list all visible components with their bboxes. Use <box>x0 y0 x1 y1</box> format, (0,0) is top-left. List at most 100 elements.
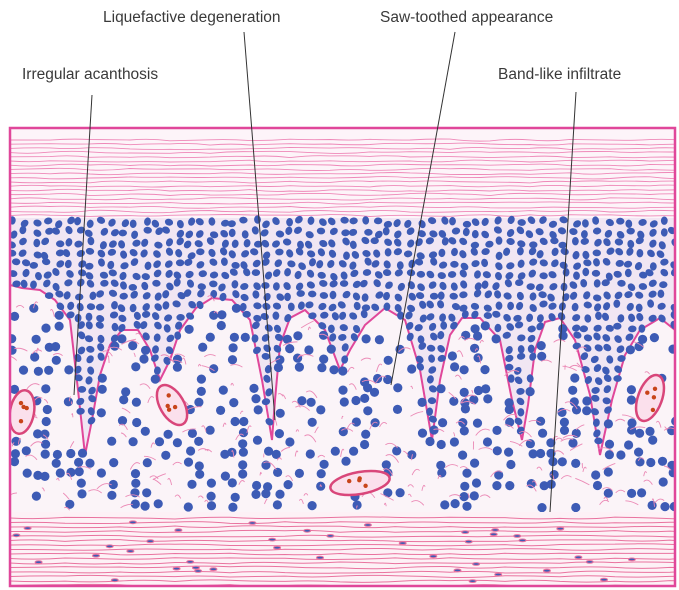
infiltrate-nucleus <box>340 397 349 406</box>
red-blood-cell <box>347 479 351 483</box>
infiltrate-nucleus <box>627 385 636 394</box>
infiltrate-nucleus <box>418 429 427 438</box>
fibroblast-nucleus <box>24 527 31 530</box>
infiltrate-nucleus <box>252 481 261 490</box>
fibroblast-nucleus <box>147 540 154 543</box>
infiltrate-nucleus <box>320 460 329 469</box>
infiltrate-nucleus <box>66 468 75 477</box>
infiltrate-nucleus <box>10 312 19 321</box>
infiltrate-nucleus <box>128 341 137 350</box>
epidermal-nucleus <box>658 290 665 298</box>
infiltrate-nucleus <box>493 446 502 455</box>
infiltrate-nucleus <box>316 482 325 491</box>
epidermal-nucleus <box>430 293 438 300</box>
infiltrate-nucleus <box>195 461 204 470</box>
infiltrate-nucleus <box>206 333 215 342</box>
infiltrate-nucleus <box>418 398 427 407</box>
fibroblast-nucleus <box>317 556 324 559</box>
infiltrate-nucleus <box>393 383 402 392</box>
infiltrate-nucleus <box>164 430 173 439</box>
infiltrate-nucleus <box>660 502 669 511</box>
infiltrate-nucleus <box>238 469 247 478</box>
infiltrate-nucleus <box>121 387 130 396</box>
infiltrate-nucleus <box>132 418 141 427</box>
infiltrate-nucleus <box>537 503 546 512</box>
infiltrate-nucleus <box>187 480 196 489</box>
infiltrate-nucleus <box>450 437 459 446</box>
infiltrate-nucleus <box>473 419 482 428</box>
label-saw-toothed-appearance: Saw-toothed appearance <box>380 9 553 27</box>
infiltrate-nucleus <box>462 469 471 478</box>
infiltrate-nucleus <box>217 321 226 330</box>
infiltrate-nucleus <box>119 395 128 404</box>
infiltrate-nucleus <box>143 458 152 467</box>
infiltrate-nucleus <box>626 345 635 354</box>
infiltrate-nucleus <box>74 458 83 467</box>
fibroblast-nucleus <box>575 556 582 559</box>
infiltrate-nucleus <box>52 459 61 468</box>
infiltrate-nucleus <box>470 491 479 500</box>
fibroblast-nucleus <box>430 555 437 558</box>
infiltrate-nucleus <box>40 430 49 439</box>
red-blood-cell <box>173 405 177 409</box>
infiltrate-nucleus <box>253 436 262 445</box>
infiltrate-nucleus <box>319 331 328 340</box>
infiltrate-nucleus <box>572 405 581 414</box>
infiltrate-nucleus <box>194 398 203 407</box>
infiltrate-nucleus <box>56 468 65 477</box>
infiltrate-nucleus <box>276 409 285 418</box>
infiltrate-nucleus <box>221 472 230 481</box>
fibroblast-nucleus <box>195 570 202 573</box>
infiltrate-nucleus <box>10 457 19 466</box>
fibroblast-nucleus <box>127 550 134 553</box>
infiltrate-nucleus <box>155 437 164 446</box>
infiltrate-nucleus <box>361 430 370 439</box>
infiltrate-nucleus <box>308 501 317 510</box>
infiltrate-nucleus <box>329 365 338 374</box>
infiltrate-nucleus <box>41 324 50 333</box>
infiltrate-nucleus <box>560 426 569 435</box>
infiltrate-nucleus <box>232 304 241 313</box>
infiltrate-nucleus <box>273 468 282 477</box>
infiltrate-nucleus <box>360 394 369 403</box>
infiltrate-nucleus <box>198 343 207 352</box>
infiltrate-nucleus <box>285 344 294 353</box>
infiltrate-nucleus <box>275 429 284 438</box>
infiltrate-nucleus <box>317 469 326 478</box>
infiltrate-nucleus <box>627 395 636 404</box>
infiltrate-nucleus <box>194 437 203 446</box>
infiltrate-nucleus <box>349 447 358 456</box>
infiltrate-nucleus <box>184 458 193 467</box>
infiltrate-nucleus <box>295 363 304 372</box>
infiltrate-nucleus <box>129 437 138 446</box>
infiltrate-nucleus <box>78 449 87 458</box>
infiltrate-nucleus <box>383 488 392 497</box>
infiltrate-nucleus <box>448 351 457 360</box>
infiltrate-nucleus <box>363 406 372 415</box>
infiltrate-nucleus <box>461 404 470 413</box>
infiltrate-nucleus <box>142 488 151 497</box>
infiltrate-nucleus <box>505 481 514 490</box>
infiltrate-nucleus <box>85 459 94 468</box>
fibroblast-nucleus <box>495 573 502 576</box>
infiltrate-nucleus <box>188 429 197 438</box>
infiltrate-nucleus <box>338 386 347 395</box>
infiltrate-nucleus <box>34 367 43 376</box>
infiltrate-nucleus <box>481 384 490 393</box>
infiltrate-nucleus <box>634 448 643 457</box>
infiltrate-nucleus <box>627 489 636 498</box>
infiltrate-nucleus <box>238 439 247 448</box>
infiltrate-nucleus <box>627 425 636 434</box>
infiltrate-nucleus <box>306 449 315 458</box>
infiltrate-nucleus <box>41 450 50 459</box>
infiltrate-nucleus <box>438 418 447 427</box>
infiltrate-nucleus <box>55 311 64 320</box>
infiltrate-nucleus <box>460 426 469 435</box>
infiltrate-nucleus <box>570 373 579 382</box>
infiltrate-nucleus <box>275 490 284 499</box>
infiltrate-nucleus <box>110 342 119 351</box>
infiltrate-nucleus <box>98 374 107 383</box>
infiltrate-nucleus <box>19 366 28 375</box>
infiltrate-nucleus <box>197 375 206 384</box>
infiltrate-nucleus <box>207 479 216 488</box>
